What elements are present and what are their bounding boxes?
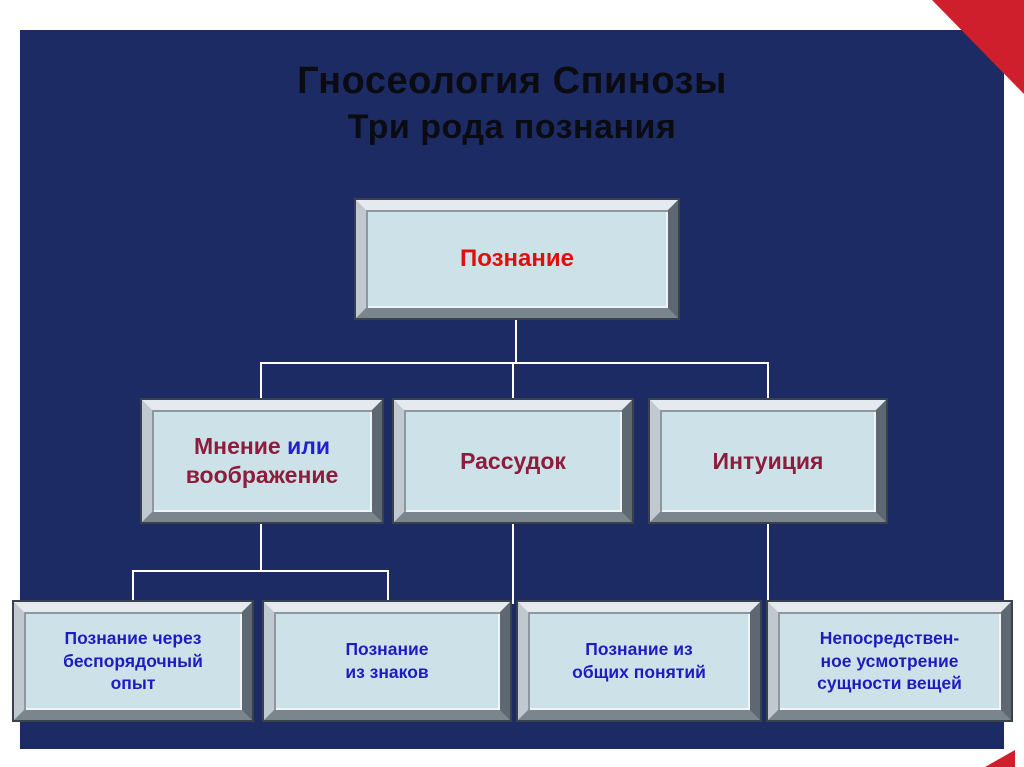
connector-to-opinion	[260, 362, 262, 402]
title-line-2: Три рода познания	[347, 107, 677, 146]
node-reason-inner: Рассудок	[404, 410, 622, 512]
node-direct-insight-line1: Непосредствен-	[819, 627, 960, 648]
node-signs: Познание из знаков	[264, 602, 510, 720]
node-cognition: Познание	[356, 200, 678, 318]
connector-to-intuition	[767, 362, 769, 402]
node-general-concepts: Познание из общих понятий	[518, 602, 760, 720]
connector-to-reason	[512, 362, 514, 402]
node-cognition-label: Познание	[460, 245, 574, 272]
node-direct-insight-line3: сущности вещей	[817, 673, 962, 694]
node-intuition: Интуиция	[650, 400, 886, 522]
node-opinion-inner: Мнение или воображение	[152, 410, 372, 512]
node-reason-label: Рассудок	[460, 447, 566, 474]
connector-level2-horizontal	[260, 362, 769, 364]
node-general-concepts-line2: общих понятий	[572, 662, 706, 682]
connector-to-box2	[387, 570, 389, 604]
connector-root-down	[515, 318, 517, 364]
node-opinion-imagination: Мнение или воображение	[142, 400, 382, 522]
connector-to-box3	[512, 520, 514, 604]
node-opinion-line2: воображение	[185, 462, 339, 488]
corner-accent-bottom-right	[985, 750, 1015, 767]
node-general-concepts-line1: Познание из	[585, 639, 693, 660]
node-opinion-line1: Мнение или	[194, 432, 330, 461]
slide-title: Гносеология Спинозы Три рода познания	[0, 60, 1024, 147]
node-signs-inner: Познание из знаков	[274, 612, 500, 710]
node-signs-line1: Познание	[345, 639, 429, 660]
connector-to-box1	[132, 570, 134, 604]
node-random-experience-line1: Познание через	[64, 627, 202, 648]
connector-to-box4	[767, 520, 769, 604]
node-intuition-inner: Интуиция	[660, 410, 876, 512]
node-random-experience-line2: беспорядочный	[63, 650, 203, 671]
opinion-word: Мнение	[194, 433, 281, 460]
node-random-experience-line3: опыт	[110, 673, 156, 694]
opinion-conjunction: или	[287, 433, 330, 460]
node-direct-insight-inner: Непосредствен- ное усмотрение сущности в…	[778, 612, 1001, 710]
node-reason: Рассудок	[394, 400, 632, 522]
node-random-experience-inner: Познание через беспорядочный опыт	[24, 612, 242, 710]
node-intuition-label: Интуиция	[712, 447, 824, 474]
node-cognition-inner: Познание	[366, 210, 668, 308]
connector-opinion-down	[260, 520, 262, 572]
node-random-experience: Познание через беспорядочный опыт	[14, 602, 252, 720]
node-signs-line2: из знаков	[345, 662, 429, 682]
title-line-1: Гносеология Спинозы	[297, 60, 727, 102]
connector-level3-horizontal	[132, 570, 389, 572]
node-direct-insight-line2: ное усмотрение	[820, 650, 959, 671]
node-direct-insight: Непосредствен- ное усмотрение сущности в…	[768, 602, 1011, 720]
node-general-concepts-inner: Познание из общих понятий	[528, 612, 750, 710]
